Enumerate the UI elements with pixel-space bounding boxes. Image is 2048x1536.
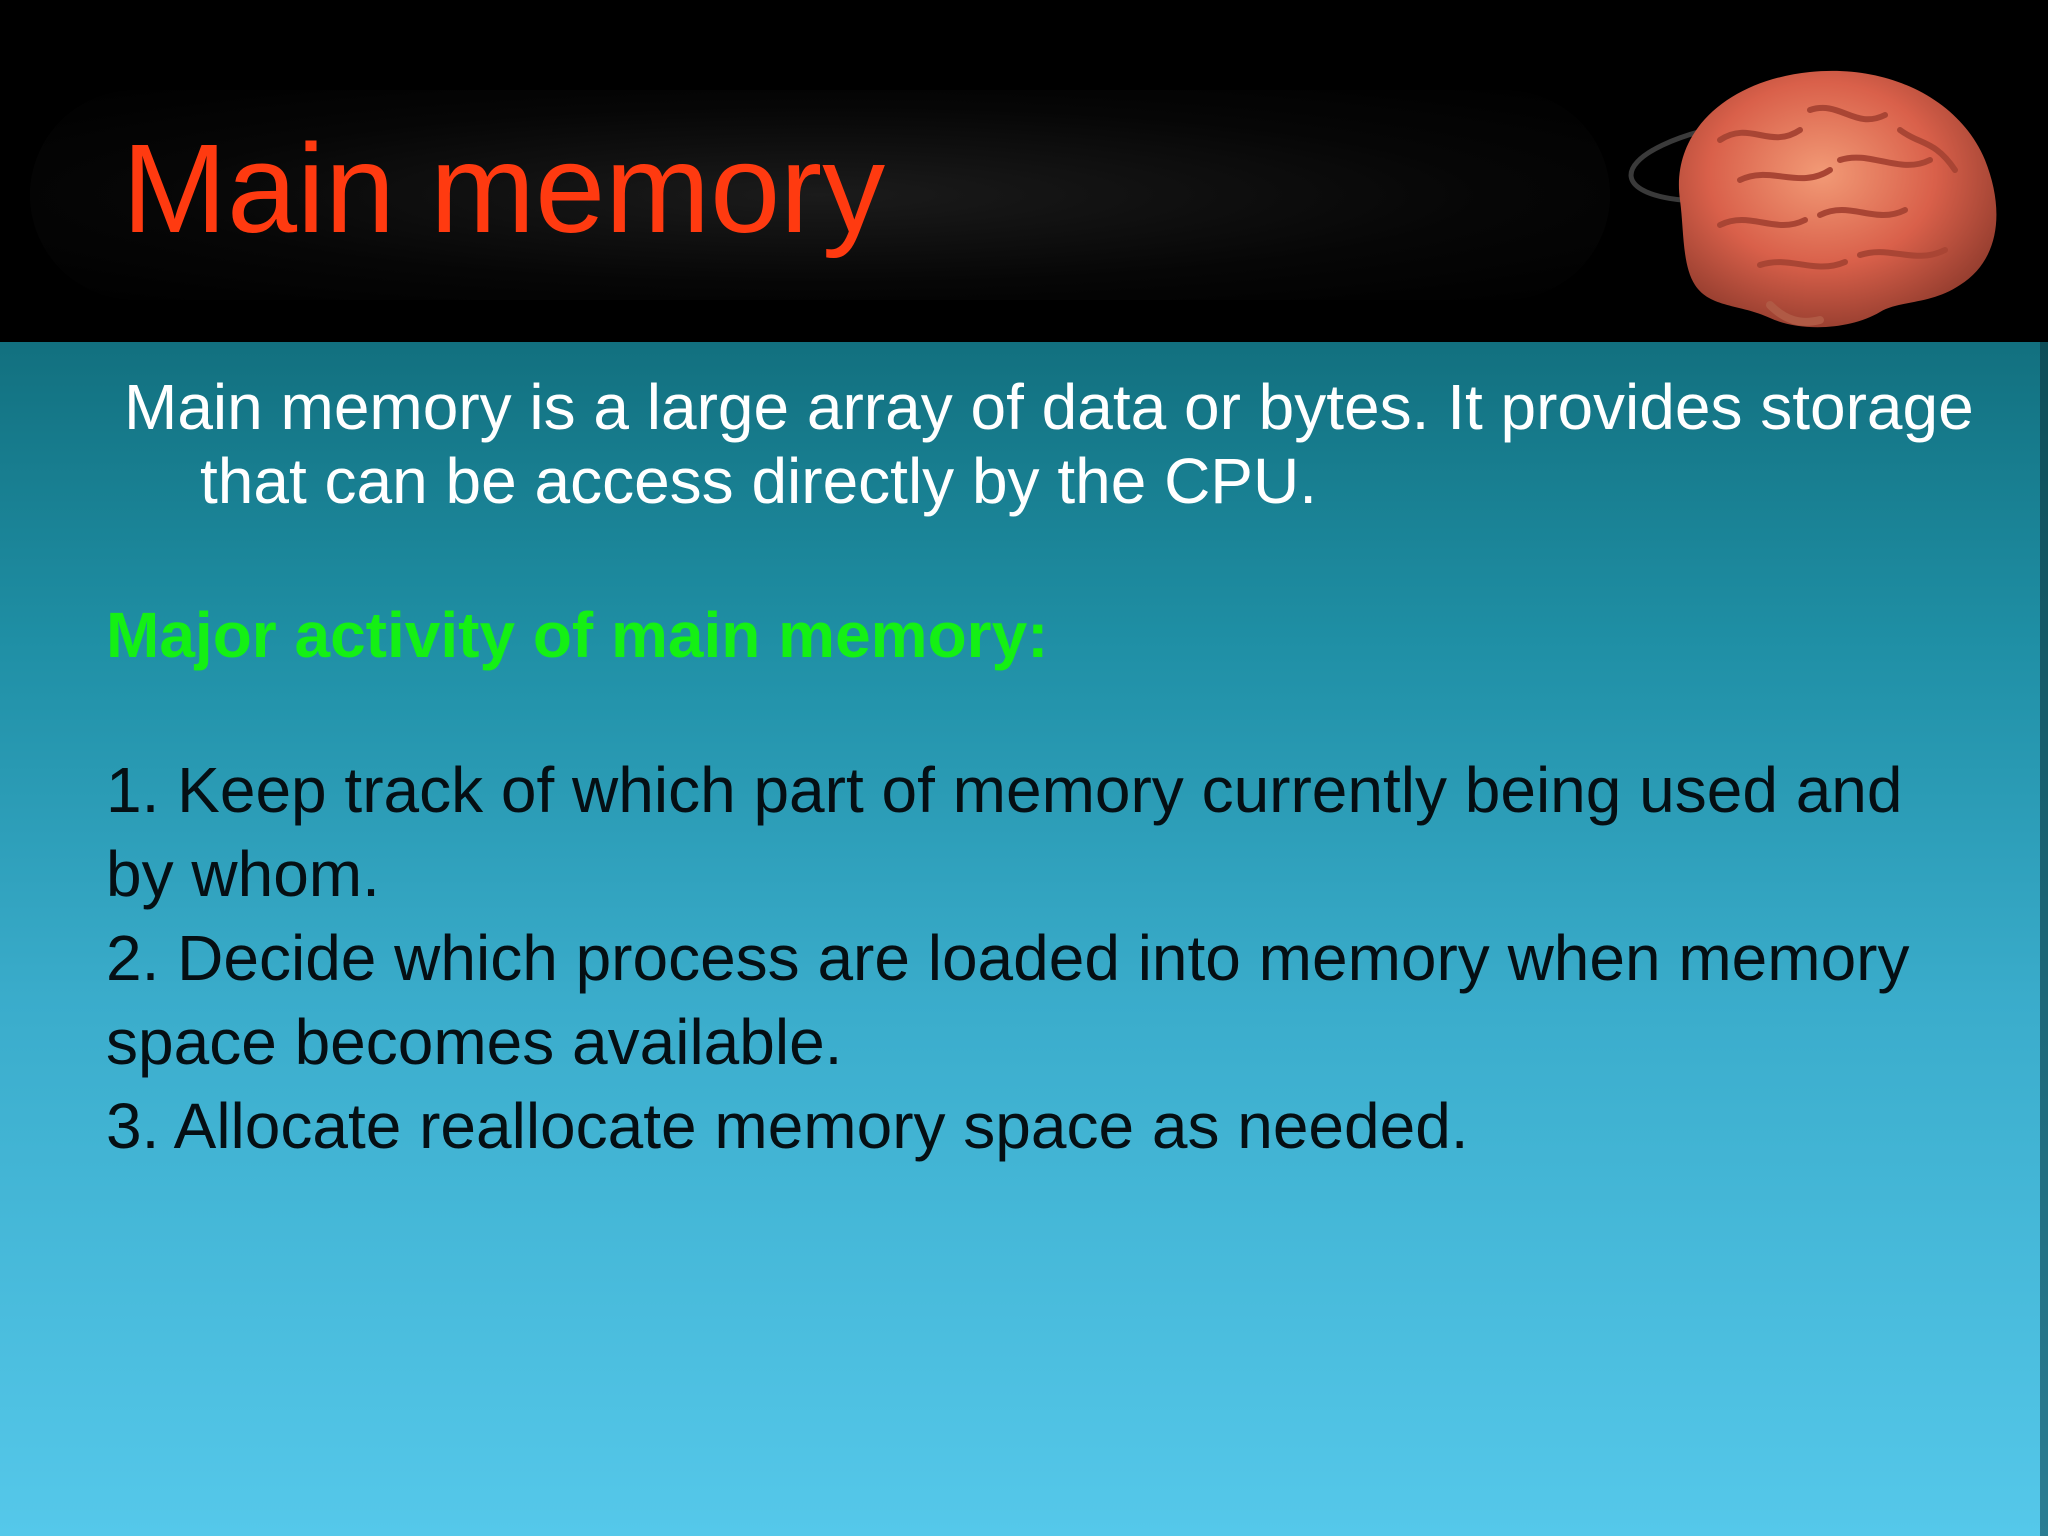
list-item: 1. Keep track of which part of memory cu… (106, 754, 1903, 910)
slide-edge (2040, 342, 2048, 1536)
intro-paragraph: Main memory is a large array of data or … (124, 371, 1974, 517)
header-glow (30, 90, 1610, 300)
section-heading: Major activity of main memory: (106, 599, 1049, 671)
slide-body (0, 342, 2040, 1536)
slide-title: Main memory (122, 118, 886, 259)
list-item: 3. Allocate reallocate memory space as n… (106, 1090, 1469, 1162)
activity-list: 1. Keep track of which part of memory cu… (106, 748, 1966, 1168)
brain-image (1628, 70, 1997, 328)
list-item: 2. Decide which process are loaded into … (106, 922, 1910, 1078)
slide-header: Main memory (0, 0, 2048, 342)
